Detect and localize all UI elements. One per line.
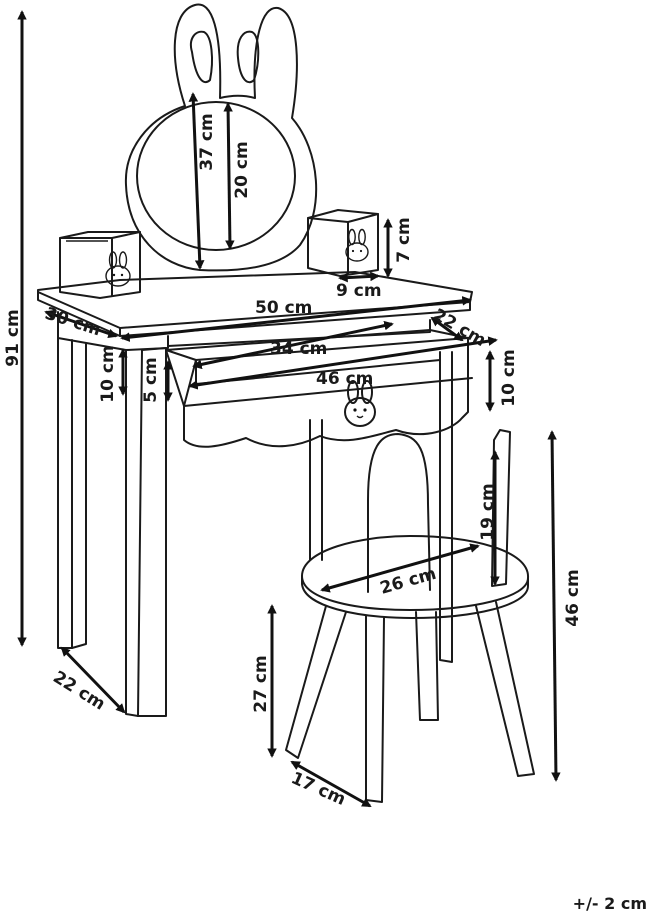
mirror-glass <box>136 101 296 251</box>
stool-leg-3 <box>415 611 439 721</box>
mirror-frame <box>124 3 318 272</box>
label-backrest-height: 19 cm <box>478 483 498 540</box>
label-drawer-inner-width: 34 cm <box>270 339 327 359</box>
label-box-height: 7 cm <box>394 217 414 263</box>
label-mirror-height: 37 cm <box>197 113 217 170</box>
stool-leg-4 <box>475 601 535 777</box>
table-leg-back-right <box>439 351 453 663</box>
label-stool-leg-spread: 17 cm <box>288 768 349 810</box>
label-drawer-inner-height: 5 cm <box>141 357 161 403</box>
stool-leg-2 <box>365 615 385 803</box>
label-stool-height: 46 cm <box>563 569 583 626</box>
stool-backrest <box>367 433 431 593</box>
stool-leg-1 <box>285 605 347 759</box>
label-box-width: 9 cm <box>336 281 382 301</box>
label-mirror-glass: 20 cm <box>232 141 252 198</box>
label-drawer-front-height: 10 cm <box>499 349 519 406</box>
label-drawer-width: 46 cm <box>316 369 373 389</box>
label-seat-height: 27 cm <box>251 655 271 712</box>
dimension-lines <box>17 10 561 808</box>
stool <box>285 429 535 803</box>
bunny-face-icon <box>345 228 369 262</box>
label-total-height: 91 cm <box>3 309 23 366</box>
label-table-depth: 30 cm <box>42 304 103 341</box>
label-apron-height: 10 cm <box>98 345 118 402</box>
bunny-ear-right-hole <box>236 30 260 84</box>
table-leg-back-left <box>57 337 73 649</box>
storage-box-left <box>59 231 141 299</box>
bunny-ear-left-hole <box>190 30 213 84</box>
table-leg-front-left <box>125 349 143 717</box>
label-table-width: 50 cm <box>255 298 312 318</box>
tolerance-note: +/- 2 cm <box>572 894 647 913</box>
label-leg-spacing: 22 cm <box>49 667 108 714</box>
bunny-face-icon <box>105 251 131 287</box>
label-seat-diameter: 26 cm <box>378 564 439 599</box>
storage-box-right <box>307 209 379 277</box>
